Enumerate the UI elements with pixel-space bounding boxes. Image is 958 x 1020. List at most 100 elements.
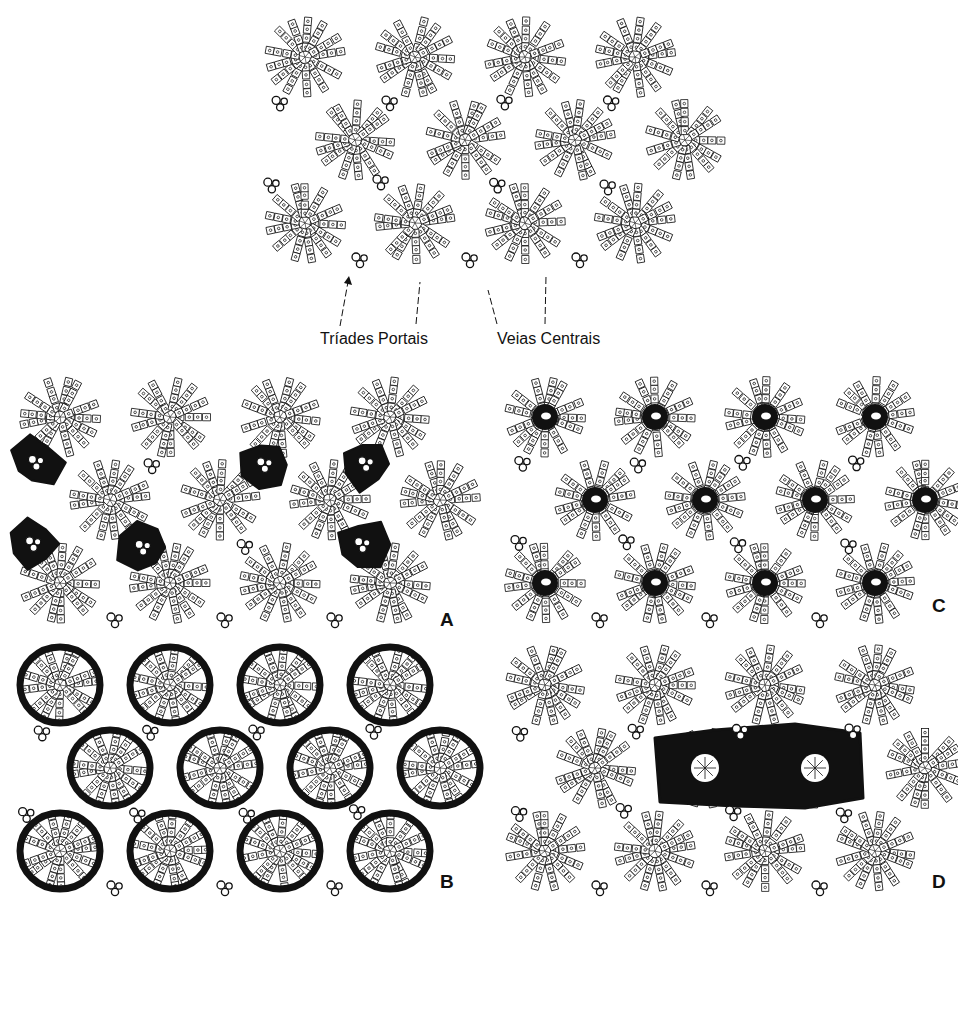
cell-outline xyxy=(525,88,533,97)
sinusoid xyxy=(635,53,640,57)
portal-vessel xyxy=(382,96,390,104)
hepatocyte xyxy=(307,254,316,263)
sinusoid xyxy=(520,57,525,61)
cell-outline xyxy=(672,170,681,179)
hepatocyte xyxy=(265,46,274,55)
hepatocyte xyxy=(301,184,308,192)
cell-outline xyxy=(462,171,469,179)
hepatocyte xyxy=(83,415,91,423)
portal-vessel xyxy=(604,188,611,195)
cell-outline xyxy=(635,245,643,254)
hepatocyte xyxy=(557,57,566,65)
hepatocyte xyxy=(462,163,469,171)
sinusoid xyxy=(571,140,575,144)
cell-outline xyxy=(717,137,725,144)
cell-outline xyxy=(537,84,547,94)
cell-outline xyxy=(354,100,362,108)
hepatocyte xyxy=(377,63,387,72)
cell-outline xyxy=(604,215,613,223)
hepatocyte xyxy=(579,171,588,180)
cell-outline xyxy=(662,130,672,139)
hepatocyte xyxy=(353,109,361,117)
hepatocyte xyxy=(434,129,443,138)
cell-outline xyxy=(291,252,300,262)
hepatocyte xyxy=(537,84,547,94)
hepatocyte xyxy=(522,35,529,43)
hepatocyte xyxy=(304,17,312,26)
cell-outline xyxy=(600,197,611,208)
cell-outline xyxy=(303,88,311,96)
cell-outline xyxy=(634,183,642,192)
cell-outline xyxy=(291,183,300,193)
hepatocyte xyxy=(488,132,497,140)
cell-outline xyxy=(446,55,454,63)
hepatocyte xyxy=(282,215,291,224)
cell-outline xyxy=(522,17,529,25)
hepatocyte xyxy=(92,415,100,423)
hepatocyte xyxy=(548,218,556,226)
hepatocyte xyxy=(576,162,585,171)
cell-outline xyxy=(536,130,545,139)
hepatocyte xyxy=(384,45,394,54)
hepatocyte xyxy=(502,56,511,65)
cell-outline xyxy=(521,201,528,209)
cell-outline xyxy=(384,215,393,223)
cell-outline xyxy=(419,17,428,27)
cell-outline xyxy=(303,80,311,88)
hepatocyte xyxy=(561,101,570,111)
sinusoid xyxy=(409,222,415,223)
sinusoid xyxy=(465,140,471,141)
cell-outline xyxy=(304,17,312,26)
portal-vessel xyxy=(386,103,393,110)
cell-outline xyxy=(594,213,603,221)
hepatocyte xyxy=(605,47,614,56)
hepatocyte xyxy=(634,70,642,79)
cell-outline xyxy=(686,170,694,179)
cell-outline xyxy=(502,56,511,65)
hepatocyte xyxy=(646,146,656,155)
cell-outline xyxy=(574,117,582,126)
hepatocyte xyxy=(462,155,469,163)
hepatocyte xyxy=(633,201,641,210)
hepatocyte xyxy=(672,170,681,179)
portal-vessel xyxy=(604,96,612,104)
cell-outline xyxy=(505,85,515,95)
cell-outline xyxy=(417,26,426,36)
cell-outline xyxy=(412,238,420,246)
cell-outline xyxy=(355,171,363,180)
cell-outline xyxy=(557,218,565,226)
hepatocyte xyxy=(355,171,363,180)
hepatocyte xyxy=(414,201,422,210)
hepatocyte xyxy=(266,226,275,235)
portal-vessel xyxy=(277,104,284,111)
cell-outline xyxy=(265,46,274,55)
cell-outline xyxy=(342,160,351,170)
hepatocyte xyxy=(354,100,362,108)
cell-outline xyxy=(636,88,644,97)
hepatocyte xyxy=(331,33,342,43)
hepatocyte xyxy=(543,140,552,148)
hepatocyte xyxy=(486,209,496,218)
cell-outline xyxy=(338,169,347,179)
sinusoid xyxy=(305,223,311,225)
cell-outline xyxy=(548,56,557,64)
hepatocyte xyxy=(338,169,347,179)
cell-outline xyxy=(274,224,283,233)
cell-outline xyxy=(302,71,310,79)
hepatocyte xyxy=(429,54,437,62)
cell-outline xyxy=(634,236,642,245)
sinusoid xyxy=(412,57,415,62)
hepatocyte xyxy=(633,192,641,201)
hepatocyte xyxy=(438,55,446,63)
hepatocyte xyxy=(327,49,336,57)
cell-outline xyxy=(523,71,531,80)
hepatocyte xyxy=(386,138,394,146)
hepatocyte xyxy=(672,100,681,110)
cell-outline xyxy=(620,184,629,194)
cell-outline xyxy=(462,163,469,171)
cell-outline xyxy=(384,45,394,54)
hepatocyte xyxy=(524,80,532,89)
cell-outline xyxy=(376,222,385,230)
cell-outline xyxy=(485,60,494,69)
cell-outline xyxy=(374,214,383,222)
